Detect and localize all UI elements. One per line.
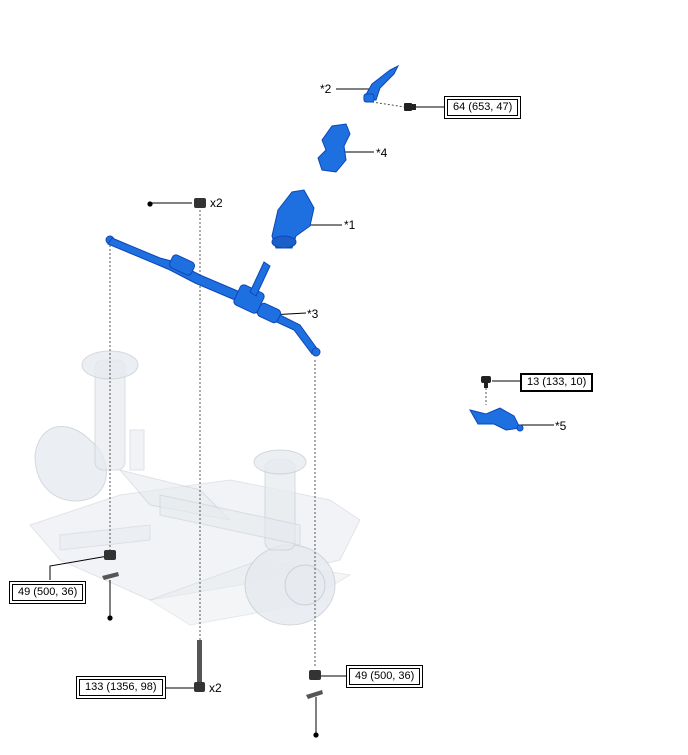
- part-3-steering-rack: [105, 235, 321, 357]
- bolt-49-right-icon: [306, 690, 323, 699]
- suspension-subframe-ghost: [29, 350, 361, 626]
- part-4-cover: [317, 123, 351, 173]
- bolt-quantity-label: x2: [209, 681, 222, 695]
- leader-lines: [49, 88, 554, 733]
- callout-1: *1: [344, 218, 356, 232]
- part-5-bracket: [468, 407, 524, 432]
- part-2-shaft: [363, 64, 400, 103]
- callout-3: *3: [307, 307, 319, 321]
- part-1-boot: [271, 189, 315, 249]
- torque-spec-64-text: 64 (653, 47): [447, 99, 519, 116]
- nut-49-right-icon: [309, 670, 321, 680]
- bolt-49-left-icon: [102, 572, 119, 580]
- torque-spec-133-text: 133 (1356, 98): [79, 679, 163, 696]
- callout-2: *2: [320, 82, 332, 96]
- bullet-dots: [107, 201, 319, 738]
- torque-spec-133: 133 (1356, 98): [76, 676, 166, 699]
- nut-quantity-label: x2: [210, 196, 223, 210]
- dashed-guide-lines: [109, 101, 487, 668]
- torque-spec-49-right: 49 (500, 36): [346, 665, 424, 688]
- nut-49-left-icon: [104, 550, 116, 560]
- torque-spec-64: 64 (653, 47): [444, 96, 522, 119]
- torque-spec-49-left: 49 (500, 36): [9, 581, 87, 604]
- torque-spec-13: 13 (133, 10): [520, 373, 594, 392]
- long-bolt-133-icon: [194, 640, 205, 692]
- bolt-64-icon: [404, 103, 416, 111]
- torque-spec-49-left-text: 49 (500, 36): [12, 584, 84, 601]
- bolt-13-icon: [481, 376, 491, 388]
- torque-spec-49-right-text: 49 (500, 36): [349, 668, 421, 685]
- nut-x2-icon: [194, 198, 206, 208]
- torque-spec-13-text: 13 (133, 10): [521, 374, 593, 391]
- callout-4: *4: [376, 146, 388, 160]
- callout-5: *5: [555, 419, 567, 433]
